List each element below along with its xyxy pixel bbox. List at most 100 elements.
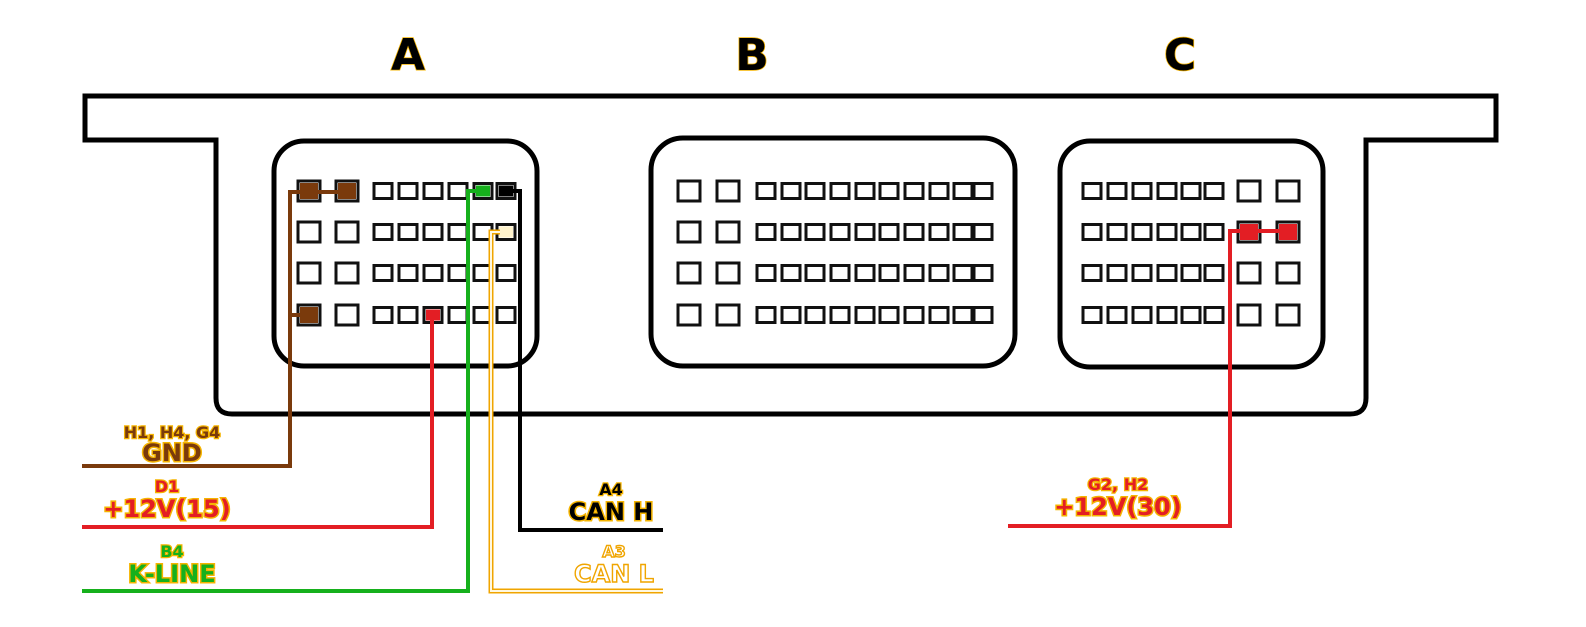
- pin-b-r1-c5: [829, 223, 851, 241]
- pin-b-r2-c8: [903, 264, 925, 282]
- pin-b-r0-c11: [972, 182, 994, 200]
- pin-a-r1-c5: [447, 223, 469, 241]
- pin-b-r3-c6: [854, 306, 876, 324]
- pin-c-r1-c0: [1081, 223, 1103, 241]
- pin-a-r1-c4: [422, 223, 444, 241]
- pin-b-r2-c6: [854, 264, 876, 282]
- pin-b-r2-c0: [676, 261, 702, 285]
- pin-b-r2-c5: [829, 264, 851, 282]
- pin-a-r1-c1: [334, 220, 360, 244]
- pin-c-r3-c1: [1106, 306, 1128, 324]
- pin-b-r0-c6: [854, 182, 876, 200]
- kline-label: K-LINE: [128, 560, 215, 588]
- pin-b-r1-c4: [804, 223, 826, 241]
- canl-pin-codes: A3: [602, 542, 626, 561]
- pin-b-r1-c6: [854, 223, 876, 241]
- bat-pin-codes: G2, H2: [1088, 475, 1148, 494]
- pin-b-r1-c1: [715, 220, 741, 244]
- canh-label: CAN H: [569, 498, 654, 526]
- pin-b-r2-c1: [715, 261, 741, 285]
- pin-a-r2-c4: [422, 264, 444, 282]
- connector-label-b: B: [735, 30, 769, 81]
- pin-c-r0-c3: [1156, 182, 1178, 200]
- connector-c-pins: [1081, 179, 1301, 327]
- connector-b: [648, 135, 1018, 369]
- pin-c-r3-c0: [1081, 306, 1103, 324]
- pin-a-r1-c0: [296, 220, 322, 244]
- wire-canh: [507, 189, 663, 532]
- pin-c-r1-c5: [1203, 223, 1225, 241]
- pin-a-r0-c3: [397, 182, 419, 200]
- pin-b-r3-c0: [676, 303, 702, 327]
- pin-b-r0-c2: [755, 182, 777, 200]
- connector-a-pins: [296, 179, 517, 327]
- pin-b-r1-c2: [755, 223, 777, 241]
- gnd-label: GND: [142, 439, 202, 467]
- pin-c-r0-c6: [1236, 179, 1262, 203]
- pin-b-r3-c5: [829, 306, 851, 324]
- pin-a-r1-c2: [372, 223, 394, 241]
- connector-label-c: C: [1164, 30, 1196, 81]
- connector-b-pins: [676, 179, 994, 327]
- canh-pin-codes: A4: [599, 480, 623, 499]
- pin-a-r3-c5: [447, 306, 469, 324]
- pin-b-r1-c0: [676, 220, 702, 244]
- pin-c-r2-c2: [1131, 264, 1153, 282]
- pin-b-r1-c9: [928, 223, 950, 241]
- pin-c-r2-c0: [1081, 264, 1103, 282]
- pin-b-r0-c10: [952, 182, 974, 200]
- pin-b-r1-c10: [952, 223, 974, 241]
- pin-b-r3-c10: [952, 306, 974, 324]
- pin-a-r0-c4: [422, 182, 444, 200]
- pin-a-r2-c3: [397, 264, 419, 282]
- pin-b-r0-c4: [804, 182, 826, 200]
- pin-fill-a-r0-c7: [499, 185, 513, 197]
- pin-a-r0-c5: [447, 182, 469, 200]
- pin-b-r1-c3: [780, 223, 802, 241]
- pin-b-r3-c3: [780, 306, 802, 324]
- pin-b-r2-c3: [780, 264, 802, 282]
- pin-a-r2-c7: [495, 264, 517, 282]
- connector-c: [1057, 138, 1326, 370]
- pin-b-r0-c1: [715, 179, 741, 203]
- pin-b-r3-c9: [928, 306, 950, 324]
- pin-a-r0-c2: [372, 182, 394, 200]
- pin-b-r3-c11: [972, 306, 994, 324]
- pin-c-r2-c3: [1156, 264, 1178, 282]
- pin-b-r3-c8: [903, 306, 925, 324]
- pin-c-r2-c1: [1106, 264, 1128, 282]
- pin-b-r2-c4: [804, 264, 826, 282]
- pin-b-r3-c1: [715, 303, 741, 327]
- pin-a-r2-c0: [296, 261, 322, 285]
- pin-c-r2-c7: [1275, 261, 1301, 285]
- pin-a-r3-c3: [397, 306, 419, 324]
- pin-b-r0-c7: [878, 182, 900, 200]
- wire-kline: [82, 189, 484, 593]
- pin-c-r0-c5: [1203, 182, 1225, 200]
- wire-canl-inner: [490, 231, 663, 592]
- pin-c-r3-c4: [1180, 306, 1202, 324]
- ign-pin-codes: D1: [155, 477, 179, 496]
- bat-label: +12V(30): [1054, 493, 1181, 521]
- pin-b-r2-c7: [878, 264, 900, 282]
- pin-b-r0-c8: [903, 182, 925, 200]
- connector-a: [271, 138, 540, 369]
- pin-c-r0-c4: [1180, 182, 1202, 200]
- pin-c-r3-c6: [1236, 303, 1262, 327]
- pin-b-r3-c2: [755, 306, 777, 324]
- pin-a-r2-c2: [372, 264, 394, 282]
- pin-c-r1-c2: [1131, 223, 1153, 241]
- pin-c-r1-c1: [1106, 223, 1128, 241]
- pin-b-r0-c3: [780, 182, 802, 200]
- pin-c-r3-c7: [1275, 303, 1301, 327]
- pin-c-r2-c5: [1203, 264, 1225, 282]
- pin-b-r1-c7: [878, 223, 900, 241]
- wire-bat: [1008, 229, 1288, 528]
- pin-a-r3-c2: [372, 306, 394, 324]
- pin-b-r2-c11: [972, 264, 994, 282]
- pin-c-r0-c2: [1131, 182, 1153, 200]
- pin-c-r3-c2: [1131, 306, 1153, 324]
- pin-c-r1-c4: [1180, 223, 1202, 241]
- pin-b-r0-c9: [928, 182, 950, 200]
